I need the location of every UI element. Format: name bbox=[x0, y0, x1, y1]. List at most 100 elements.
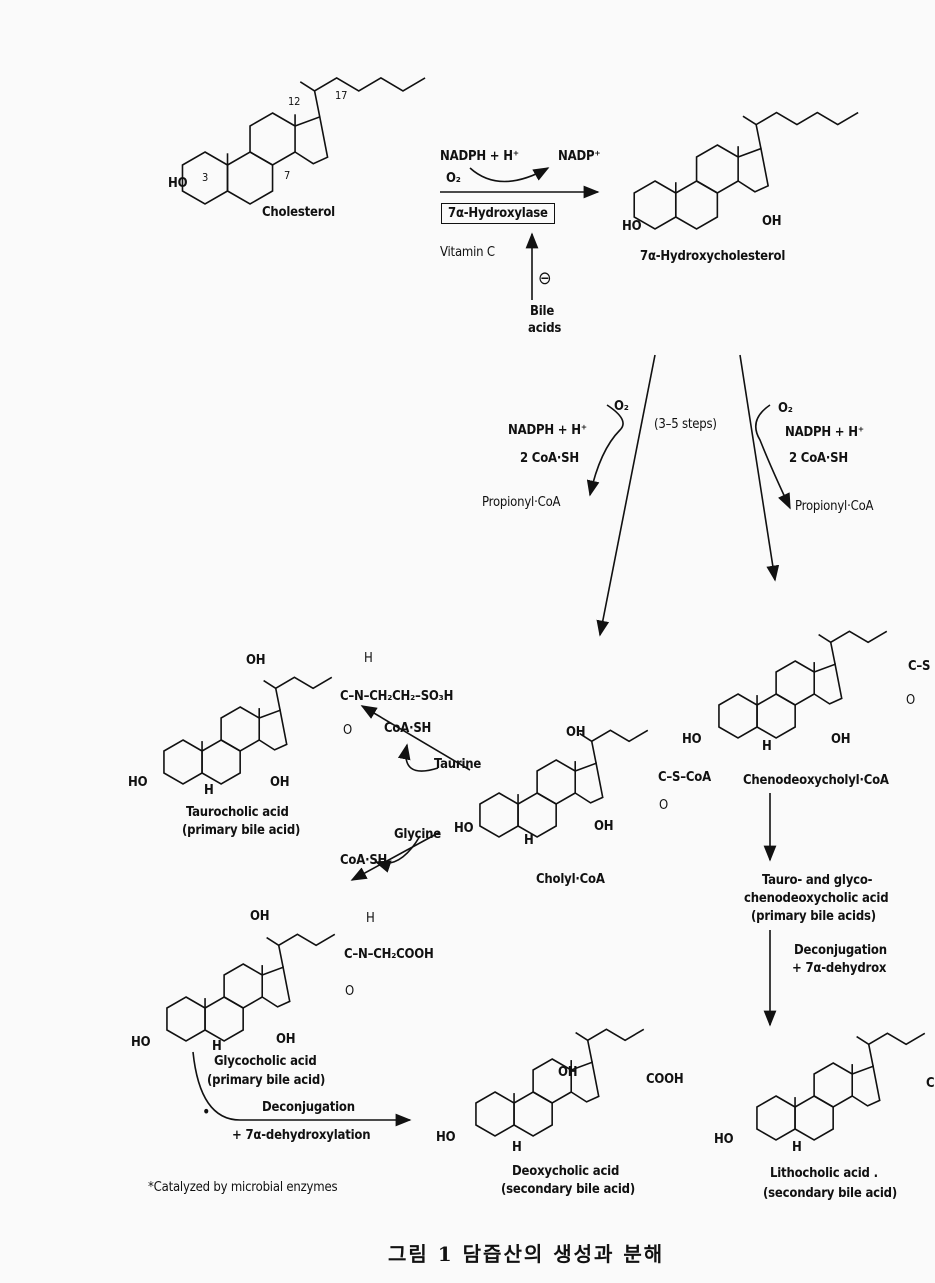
left-nadph: NADPH + H⁺ bbox=[508, 423, 587, 438]
cholyl-coa-methyl-21 bbox=[579, 732, 593, 742]
lithocholic-ring-c bbox=[813, 1062, 854, 1108]
cholyl-oh7: OH bbox=[594, 819, 614, 834]
cheno-chain: C–S bbox=[908, 659, 931, 674]
glycocholic-ring-b bbox=[204, 996, 244, 1042]
right-deconj-line1: Deconjugation bbox=[794, 943, 887, 958]
deoxycholic-side-chain bbox=[586, 1028, 645, 1063]
left-o2: O₂ bbox=[614, 399, 629, 414]
glyco-ho: HO bbox=[131, 1035, 151, 1050]
microbial-marker: • bbox=[202, 1102, 211, 1121]
deoxy-cooh: COOH bbox=[646, 1072, 684, 1087]
right-o2: O₂ bbox=[778, 401, 793, 416]
chenodeoxycholyl-coa-ring-c bbox=[775, 660, 816, 706]
cholesterol-side-chain bbox=[313, 76, 426, 118]
nadph-label: NADPH + H⁺ bbox=[440, 149, 519, 164]
taurocholic-ring-a bbox=[163, 739, 203, 785]
taurocholic-ring-b bbox=[201, 739, 241, 785]
tauro-nh: H bbox=[364, 651, 373, 666]
cholesterol-ho: HO bbox=[168, 176, 188, 191]
deoxycholic-label: Deoxycholic acid bbox=[512, 1164, 620, 1179]
cholyl-coa-ring-c bbox=[536, 759, 577, 805]
glyco-chain: C–N–CH₂COOH bbox=[344, 947, 434, 962]
cholesterol-methyl-21 bbox=[299, 81, 315, 92]
hydroxycholesterol-methyl-21 bbox=[742, 115, 757, 126]
cholyl-o: O bbox=[659, 798, 669, 813]
deoxycholic-class: (secondary bile acid) bbox=[501, 1182, 635, 1197]
glyco-o: O bbox=[345, 984, 355, 999]
figure-caption: 그림 1 담즙산의 생성과 분해 bbox=[388, 1242, 665, 1266]
glyco-oh7: OH bbox=[276, 1032, 296, 1047]
vitamin-c-label: Vitamin C bbox=[440, 245, 495, 260]
left-deconj-line2: + 7α-dehydroxylation bbox=[232, 1128, 371, 1143]
steps-label: (3–5 steps) bbox=[654, 417, 717, 432]
deoxy-ho: HO bbox=[436, 1130, 456, 1145]
tauro-o: O bbox=[343, 723, 353, 738]
cholesterol-num17: 17 bbox=[335, 89, 348, 102]
tauro-glyco-line3: (primary bile acids) bbox=[751, 909, 876, 924]
taurocholic-ring-d bbox=[258, 709, 288, 751]
arrow-right-propionyl bbox=[754, 404, 791, 510]
enzyme-7a-hydroxylase: 7α-Hydroxylase bbox=[441, 203, 555, 224]
chenodeoxycholyl-coa-methyl-21 bbox=[818, 633, 832, 643]
lithocholic-ring-a bbox=[756, 1095, 796, 1141]
cholesterol-num7: 7 bbox=[284, 169, 291, 182]
right-deconj-line2: + 7α-dehydrox bbox=[792, 961, 887, 976]
hydroxycholesterol-oh: OH bbox=[762, 214, 782, 229]
litho-h5: H bbox=[792, 1140, 802, 1155]
cholyl-coa-ring-a bbox=[479, 792, 519, 838]
cheno-ho: HO bbox=[682, 732, 702, 747]
lithocholic-ring-b bbox=[794, 1095, 834, 1141]
chenodeoxycholyl-coa-label: Chenodeoxycholyl·CoA bbox=[743, 773, 889, 788]
left-coa: 2 CoA·SH bbox=[520, 451, 579, 466]
cholyl-oh12: OH bbox=[566, 725, 586, 740]
glycocholic-label: Glycocholic acid bbox=[214, 1054, 317, 1069]
arrow-right-pathway bbox=[739, 354, 780, 582]
lithocholic-side-chain bbox=[867, 1032, 926, 1067]
taurocholic-ring-c bbox=[220, 706, 261, 752]
tauro-ho: HO bbox=[128, 775, 148, 790]
cholyl-coa-ring-d bbox=[574, 762, 604, 804]
glycocholic-ring-d bbox=[261, 966, 291, 1008]
glyco-h5: H bbox=[212, 1039, 222, 1054]
taurocholic-side-chain bbox=[274, 676, 333, 711]
glycocholic-ring-c bbox=[223, 963, 264, 1009]
lithocholic-ring-d bbox=[851, 1065, 881, 1107]
right-coa: 2 CoA·SH bbox=[789, 451, 848, 466]
lithocholic-class: (secondary bile acid) bbox=[763, 1186, 897, 1201]
deoxycholic-ring-d bbox=[570, 1061, 600, 1103]
tauro-glyco-line2: chenodeoxycholic acid bbox=[744, 891, 889, 906]
deoxy-h5: H bbox=[512, 1140, 522, 1155]
cholyl-ho: HO bbox=[454, 821, 474, 836]
lithocholic-methyl-21 bbox=[856, 1035, 870, 1045]
arrow-left-pathway bbox=[596, 354, 656, 637]
deoxy-oh12: OH bbox=[558, 1065, 578, 1080]
right-nadph: NADPH + H⁺ bbox=[785, 425, 864, 440]
tauro-chain: C–N–CH₂CH₂–SO₃H bbox=[340, 689, 454, 704]
bile-acids-label-2: acids bbox=[528, 321, 562, 336]
inhibition-icon: ⊖ bbox=[538, 268, 552, 289]
hydroxycholesterol-ring-b bbox=[674, 180, 719, 230]
deoxycholic-ring-b bbox=[513, 1091, 553, 1137]
glycine-coa: CoA·SH bbox=[340, 853, 388, 868]
cheno-oh7: OH bbox=[831, 732, 851, 747]
arrow-coa-release-t bbox=[397, 743, 439, 772]
taurine-label: Taurine bbox=[434, 757, 482, 772]
right-propionyl: Propionyl·CoA bbox=[795, 499, 874, 514]
cholyl-h5: H bbox=[524, 833, 534, 848]
arrow-nadph-to-nadp bbox=[469, 167, 550, 183]
glyco-nh: H bbox=[366, 911, 375, 926]
hydroxycholesterol-side-chain bbox=[755, 111, 859, 149]
cholesterol-ring-c bbox=[249, 112, 296, 166]
chenodeoxycholyl-coa-side-chain bbox=[829, 630, 888, 665]
tauro-oh12: OH bbox=[246, 653, 266, 668]
cholesterol-ring-d bbox=[294, 115, 329, 165]
glyco-oh12: OH bbox=[250, 909, 270, 924]
nadp-label: NADP⁺ bbox=[558, 149, 601, 164]
hydroxycholesterol-ring-c bbox=[695, 144, 739, 194]
left-propionyl: Propionyl·CoA bbox=[482, 495, 561, 510]
arrow-to-glycocholic bbox=[350, 831, 441, 881]
tauro-glyco-line1: Tauro- and glyco- bbox=[762, 873, 873, 888]
left-deconj-line1: Deconjugation bbox=[262, 1100, 355, 1115]
cholesterol-label: Cholesterol bbox=[262, 205, 335, 220]
